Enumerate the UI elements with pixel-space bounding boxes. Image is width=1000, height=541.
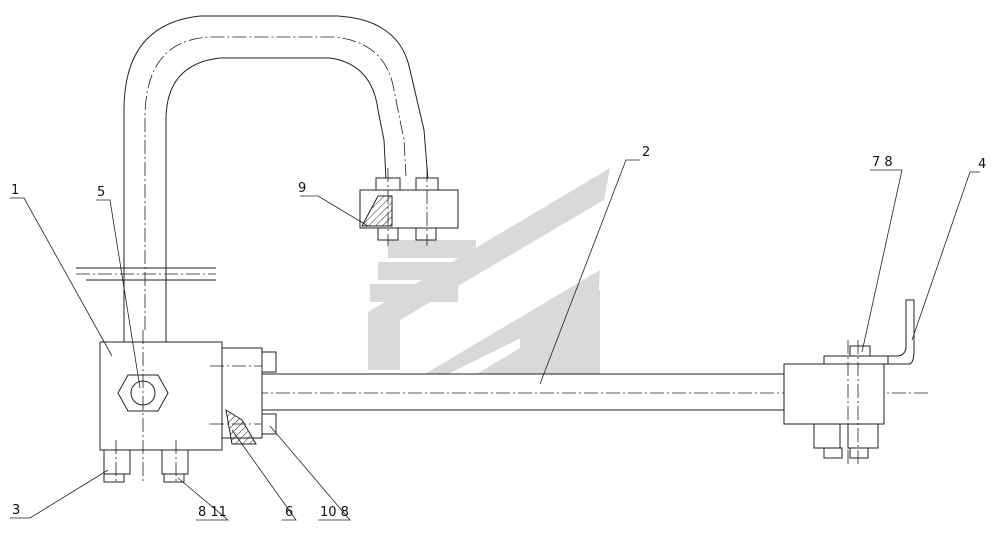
label-8-11: 8 11: [198, 505, 227, 520]
label-5: 5: [97, 185, 105, 200]
part-labels: 1 5 9 2 7 8 4 3 8 11 6 10 8: [11, 145, 986, 520]
label-3: 3: [12, 503, 20, 518]
top-flange-block: [359, 168, 459, 246]
label-1: 1: [11, 183, 19, 198]
label-2: 2: [642, 145, 650, 160]
horizontal-tube: [210, 373, 930, 411]
right-clamp: [783, 299, 915, 464]
left-block: [99, 330, 277, 484]
label-10-8: 10 8: [320, 505, 349, 520]
label-7-8: 7 8: [872, 155, 893, 170]
label-6: 6: [285, 505, 293, 520]
bent-pipe: [123, 15, 429, 342]
pipe-break-marks: [76, 267, 216, 281]
leader-lines: [10, 159, 980, 521]
label-9: 9: [298, 181, 306, 196]
watermark-logo: [368, 168, 610, 380]
label-4: 4: [978, 157, 986, 172]
